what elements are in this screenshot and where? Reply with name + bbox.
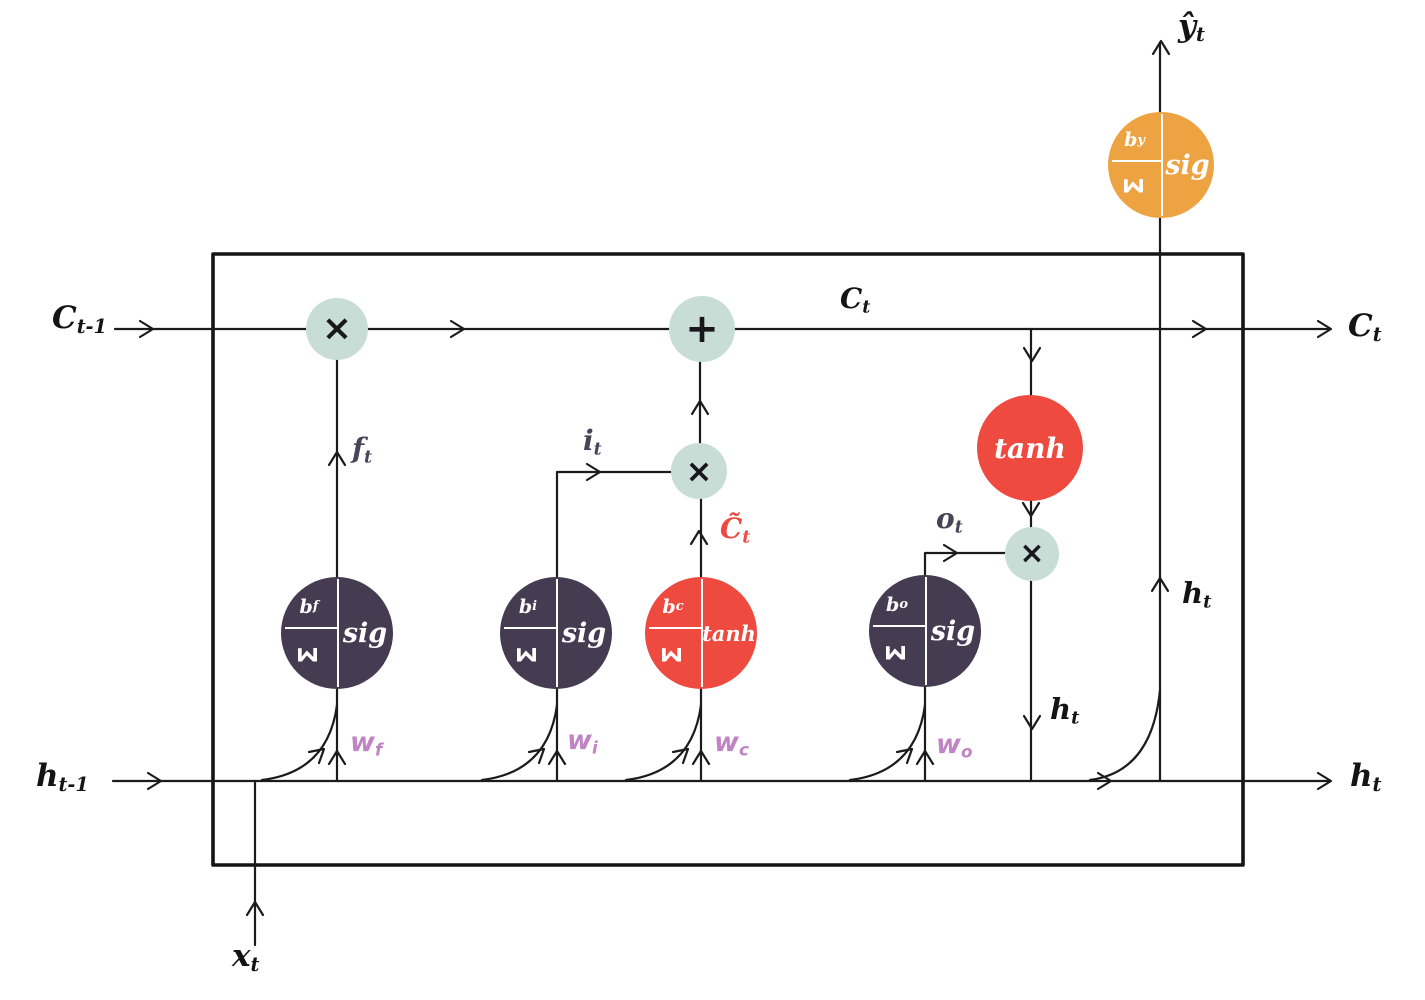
merge-curve-forget <box>260 703 339 782</box>
output-activation-label: sig <box>930 615 976 647</box>
label-weight-o: wo <box>936 729 973 762</box>
arrowhead <box>245 900 265 917</box>
multiply-op-1: × <box>306 298 368 360</box>
arrowhead <box>449 319 466 339</box>
forget-activation-label: sig <box>342 617 388 649</box>
arrowhead <box>915 749 935 766</box>
gate-divider <box>337 579 339 687</box>
sum-icon: Σ <box>881 644 912 663</box>
label-weight-i: wi <box>567 725 598 758</box>
candidate-activation-label: tanh <box>702 620 756 646</box>
label-h-out: ht <box>1350 758 1382 797</box>
arrowhead <box>138 319 155 339</box>
gate-divider <box>504 627 556 630</box>
arrowhead <box>690 399 710 416</box>
gate-divider <box>649 627 701 630</box>
add-op: + <box>669 296 735 362</box>
arrowhead <box>1316 319 1333 339</box>
arrowhead <box>1096 771 1113 791</box>
gate-divider <box>873 625 925 628</box>
sum-icon: Σ <box>512 646 543 665</box>
tanh-node: tanh <box>977 395 1083 501</box>
label-c-out: Ct <box>1348 308 1382 347</box>
arrowhead <box>1191 319 1208 339</box>
gate-divider <box>1112 159 1161 162</box>
arrowhead <box>942 543 959 563</box>
label-output-signal: ot <box>936 502 963 538</box>
merge-curve-hbranch <box>1088 688 1162 782</box>
arrowhead <box>1022 714 1042 731</box>
gate-divider <box>1161 114 1163 216</box>
tanh-label: tanh <box>994 431 1066 465</box>
arrowhead <box>671 747 690 765</box>
sum-icon: Σ <box>1119 177 1150 196</box>
lstm-cell-box <box>211 252 1245 867</box>
multiply-glyph: × <box>321 308 353 349</box>
label-h-inner-up: ht <box>1182 576 1212 613</box>
arrowhead <box>1021 501 1041 518</box>
multiply-op-2: × <box>671 443 727 499</box>
label-input-signal: it <box>583 424 602 460</box>
merge-curve-candidate <box>624 703 703 782</box>
final-activation-label: sig <box>1165 149 1210 181</box>
sum-icon: Σ <box>293 646 324 665</box>
gate-divider <box>285 627 337 630</box>
label-h-prev: ht-1 <box>36 758 89 797</box>
label-c-mid: Ct <box>840 282 871 318</box>
add-glyph: + <box>685 306 719 352</box>
label-forget-signal: ft <box>352 432 373 468</box>
multiply-glyph: × <box>1019 536 1045 571</box>
merge-curve-input <box>480 703 559 782</box>
sum-icon: Σ <box>657 646 688 665</box>
arrowhead <box>1151 39 1171 56</box>
label-weight-c: wc <box>714 727 749 760</box>
arrowhead <box>1150 576 1170 593</box>
label-weight-f: wf <box>350 727 383 760</box>
gate-divider <box>701 579 703 687</box>
arrowhead <box>1022 346 1042 363</box>
multiply-op-3: × <box>1005 527 1059 581</box>
multiply-glyph: × <box>685 452 713 490</box>
arrowhead <box>327 749 347 766</box>
arrowhead <box>689 529 709 546</box>
arrowhead <box>691 749 711 766</box>
arrowhead <box>1316 771 1333 791</box>
label-h-inner-down: ht <box>1050 692 1080 729</box>
merge-curve-output <box>848 703 927 782</box>
arrowhead <box>527 747 546 765</box>
arrowhead <box>307 747 326 765</box>
gate-divider <box>556 579 558 687</box>
arrowhead <box>895 747 914 765</box>
arrowhead <box>146 771 163 791</box>
arrowhead <box>547 749 567 766</box>
arrowhead <box>327 450 347 467</box>
label-x-input: xt <box>232 938 260 977</box>
arrowhead <box>585 462 602 482</box>
input-activation-label: sig <box>561 617 607 649</box>
label-candidate-signal: C̃t <box>720 512 751 548</box>
gate-divider <box>925 577 927 685</box>
label-c-prev: Ct-1 <box>52 300 107 339</box>
label-y-output: ŷt <box>1178 8 1205 47</box>
